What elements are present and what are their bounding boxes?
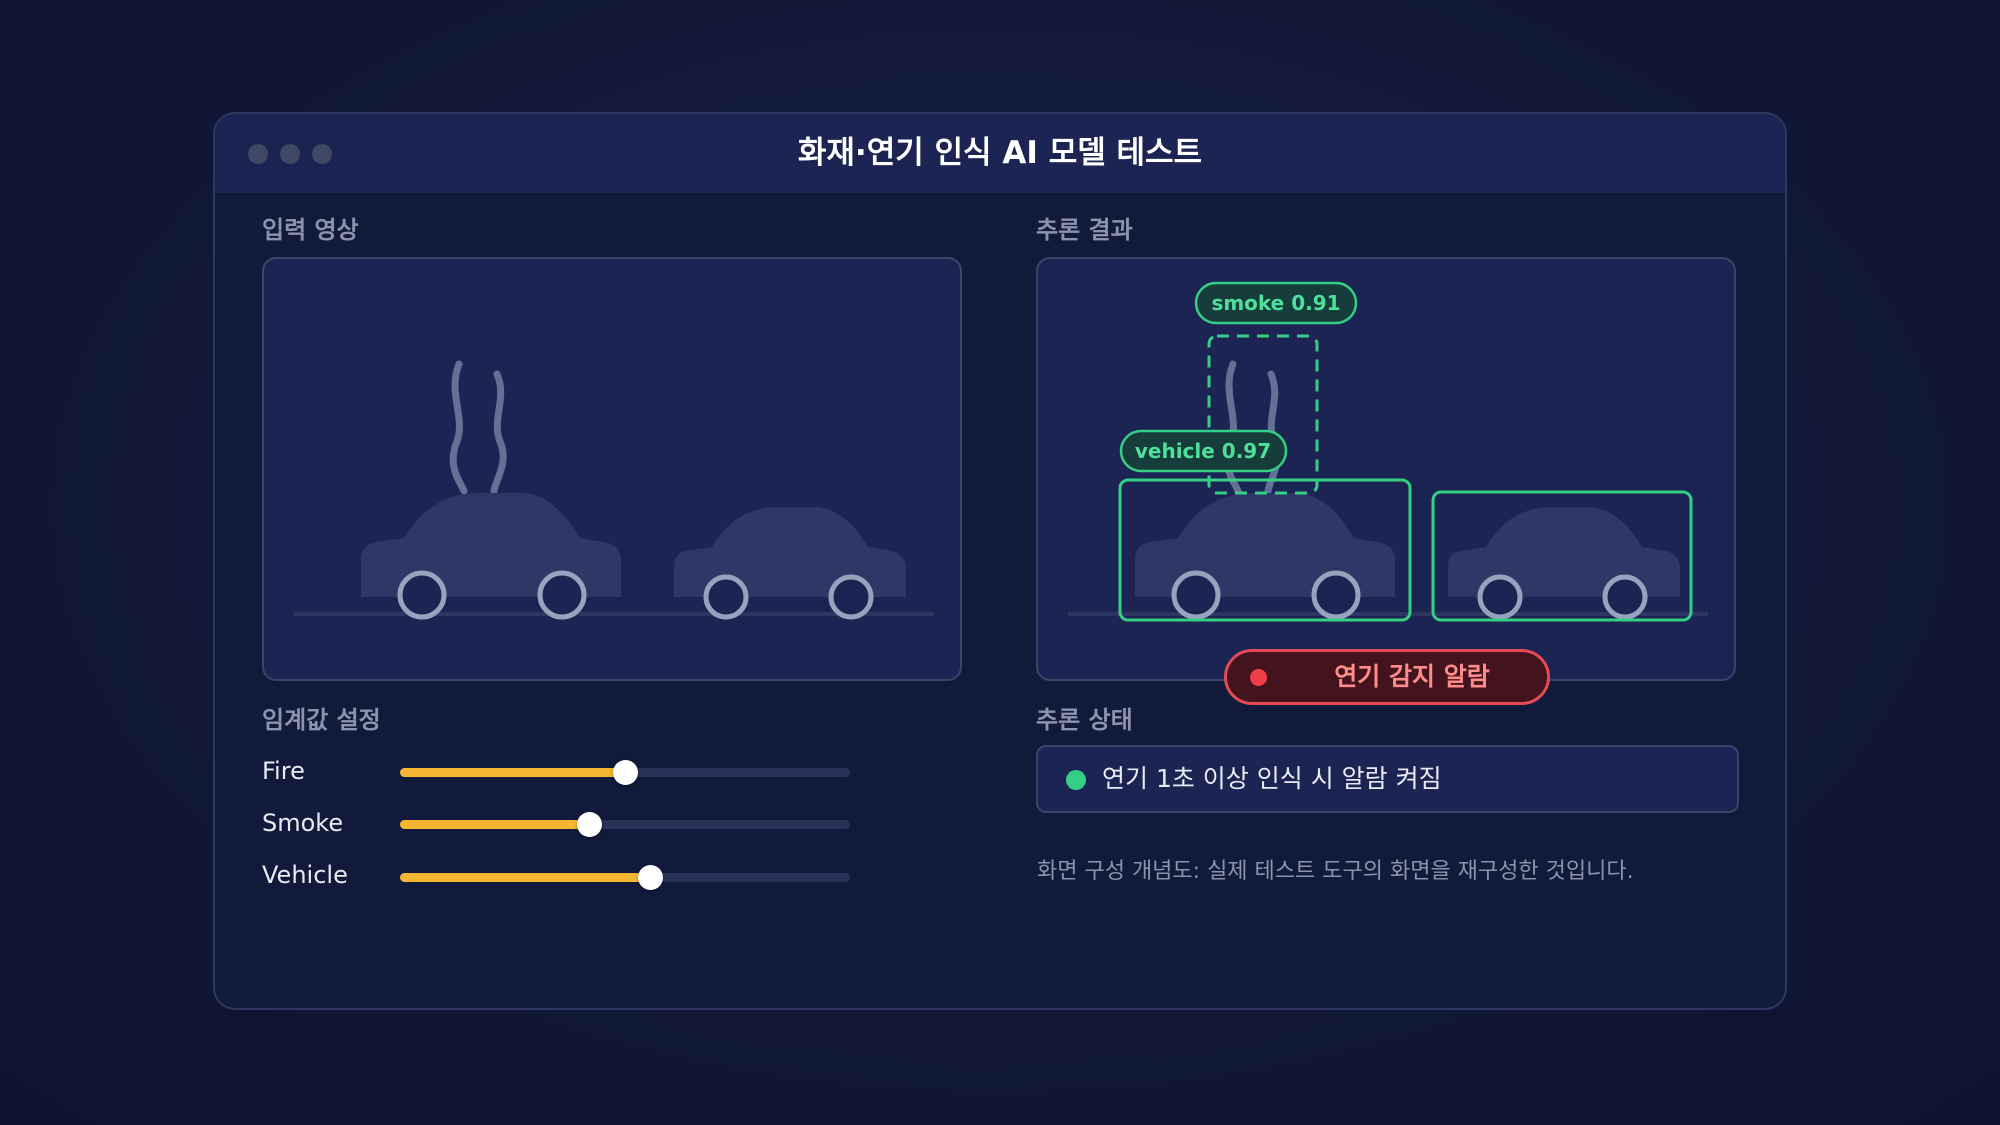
fire-threshold-slider[interactable] (400, 760, 850, 785)
vehicle-slider-thumb[interactable] (637, 865, 663, 890)
status-text: 연기 1초 이상 인식 시 알람 켜짐 (1102, 764, 1442, 793)
window-close-button[interactable] (248, 144, 268, 164)
smoke-detection-box[interactable] (1207, 334, 1319, 495)
vehicle-label-text: vehicle 0.97 (1135, 439, 1271, 463)
smoke-plume-icon (449, 360, 507, 495)
car-icon-right (1448, 507, 1680, 620)
vehicle-label-tag (1119, 429, 1288, 473)
smoke-threshold-slider[interactable] (400, 812, 850, 837)
threshold-settings-label: 임계값 설정 (262, 706, 381, 734)
window-maximize-button[interactable] (312, 144, 332, 164)
alarm-text: 연기 감지 알람 (1334, 662, 1490, 691)
input-video-frame (262, 257, 962, 681)
smoke-slider-fill (400, 820, 589, 829)
vehicle-threshold-slider[interactable] (400, 865, 850, 890)
status-indicator-icon (1066, 770, 1086, 790)
window-minimize-button[interactable] (280, 144, 300, 164)
inference-result-frame: smoke 0.91 vehicle 0.97 (1036, 257, 1736, 681)
fire-slider-thumb[interactable] (613, 760, 638, 785)
vehicle-detection-box-2[interactable] (1431, 490, 1693, 622)
fire-slider-label: Fire (262, 757, 305, 785)
smoke-alarm-badge: 연기 감지 알람 (1224, 649, 1550, 705)
smoke-slider-thumb[interactable] (577, 812, 602, 837)
car-icon-left (1135, 493, 1395, 620)
car-icon-right (674, 507, 906, 620)
smoke-label-tag (1194, 281, 1358, 325)
input-video-label: 입력 영상 (262, 216, 359, 244)
fire-slider-fill (400, 768, 625, 777)
alarm-indicator-icon (1250, 669, 1267, 686)
inference-status-label: 추론 상태 (1036, 706, 1133, 734)
vehicle-slider-fill (400, 873, 650, 882)
vehicle-detection-box[interactable] (1118, 478, 1412, 622)
smoke-slider-label: Smoke (262, 809, 344, 837)
inference-status-box: 연기 1초 이상 인식 시 알람 켜짐 (1036, 745, 1739, 813)
caption-note: 화면 구성 개념도: 실제 테스트 도구의 화면을 재구성한 것입니다. (1037, 859, 1634, 884)
title-bar: 화재·연기 인식 AI 모델 테스트 (215, 114, 1785, 193)
vehicle-slider-label: Vehicle (262, 861, 348, 889)
result-scene: smoke 0.91 vehicle 0.97 (1068, 281, 1708, 622)
car-icon-left (361, 493, 621, 620)
input-scene (294, 360, 934, 620)
inference-result-label: 추론 결과 (1036, 216, 1133, 244)
smoke-label-text: smoke 0.91 (1211, 291, 1340, 315)
window-title: 화재·연기 인식 AI 모델 테스트 (797, 135, 1203, 171)
